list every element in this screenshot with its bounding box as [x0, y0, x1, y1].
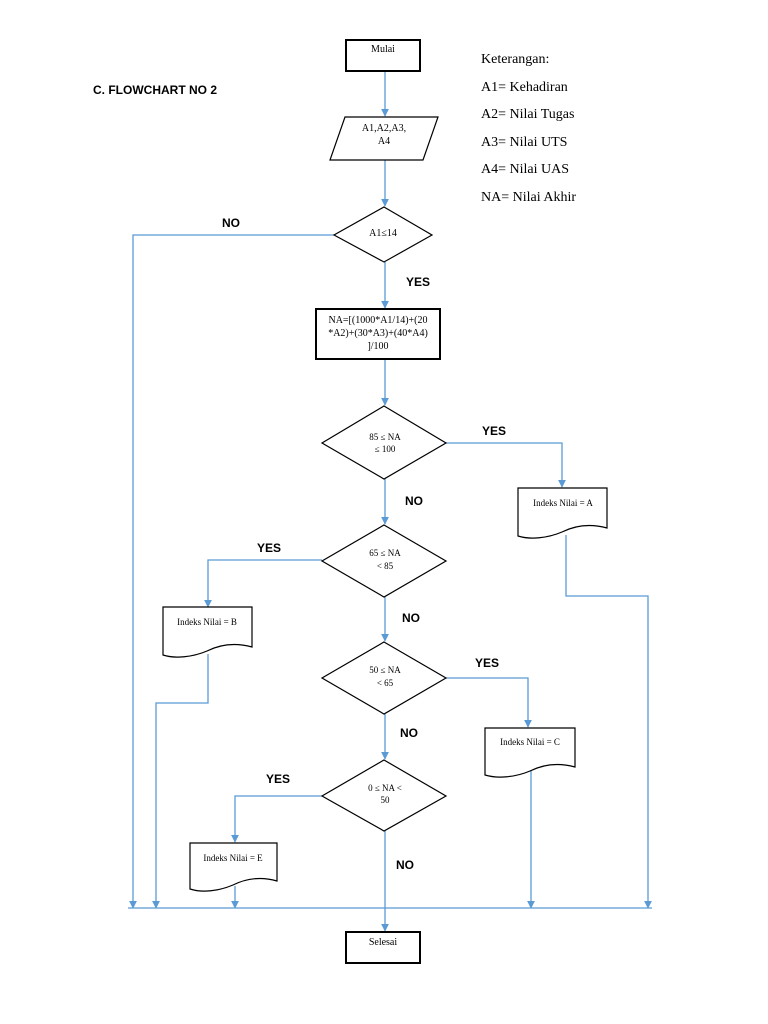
compute-label-line2: *A2)+(30*A3)+(40*A4)	[328, 328, 428, 339]
decision-e-line1: 0 ≤ NA <	[368, 783, 402, 793]
edge-yes-c	[446, 677, 532, 728]
label-no-e: NO	[396, 858, 414, 872]
connectors	[128, 71, 652, 932]
decision-b-line1: 65 ≤ NA	[369, 548, 401, 558]
edge-yes-a	[446, 442, 566, 488]
decision-a-line2: ≤ 100	[375, 444, 396, 454]
decision-c-line2: < 65	[377, 678, 394, 688]
output-b-label: Indeks Nilai = B	[177, 617, 237, 627]
end-node	[345, 931, 421, 964]
output-b	[162, 606, 253, 658]
decision-a	[320, 405, 448, 480]
compute-node	[315, 308, 441, 360]
decision-b-line2: < 85	[377, 561, 394, 571]
edge-yes-b	[204, 559, 322, 608]
edge-output-a-merge	[565, 535, 652, 909]
legend-title: Keterangan:	[481, 52, 550, 67]
decision-c-line1: 50 ≤ NA	[369, 665, 401, 675]
compute-label-line1: NA=[(1000*A1/14)+(20	[328, 315, 427, 326]
start-node	[345, 39, 421, 72]
output-e-label: Indeks Nilai = E	[203, 853, 263, 863]
end-label: Selesai	[369, 937, 398, 948]
input-node	[329, 116, 439, 161]
label-yes-e: YES	[266, 772, 290, 786]
legend-item: A3= Nilai UTS	[481, 134, 568, 150]
output-a	[517, 487, 608, 539]
attendance-decision	[332, 206, 434, 263]
label-yes-c: YES	[475, 656, 499, 670]
label-no-a: NO	[405, 494, 423, 508]
legend-item: A4= Nilai UAS	[481, 162, 570, 177]
edge-no-attendance	[129, 234, 334, 909]
decision-c	[320, 641, 448, 715]
input-label-line2: A4	[378, 136, 390, 147]
legend-item: A1= Kehadiran	[481, 79, 568, 95]
decision-e	[320, 759, 448, 832]
decision-a-line1: 85 ≤ NA	[369, 432, 401, 442]
label-yes-b: YES	[257, 541, 281, 555]
output-c	[484, 727, 576, 778]
output-a-label: Indeks Nilai = A	[533, 498, 593, 508]
output-c-label: Indeks Nilai = C	[500, 737, 560, 747]
decision-e-line2: 50	[381, 795, 391, 805]
edge-yes-e	[231, 795, 322, 843]
label-yes-a: YES	[482, 424, 506, 438]
label-yes-attendance: YES	[406, 275, 430, 289]
edge-output-b-merge	[152, 654, 209, 909]
compute-label-line3: ]/100	[367, 341, 388, 352]
decision-b	[320, 524, 448, 598]
flowchart-heading: C. FLOWCHART NO 2	[93, 83, 217, 97]
label-no-c: NO	[400, 726, 418, 740]
attendance-decision-label: A1≤14	[369, 228, 397, 239]
legend-item: A2= Nilai Tugas	[481, 107, 575, 122]
legend: Keterangan: A1= Kehadiran A2= Nilai Tuga…	[481, 50, 576, 215]
label-no-attendance: NO	[222, 216, 240, 230]
start-label: Mulai	[371, 44, 395, 55]
legend-item: NA= Nilai Akhir	[481, 189, 576, 205]
label-no-b: NO	[402, 611, 420, 625]
input-label-line1: A1,A2,A3,	[362, 123, 406, 134]
output-e	[189, 842, 278, 892]
